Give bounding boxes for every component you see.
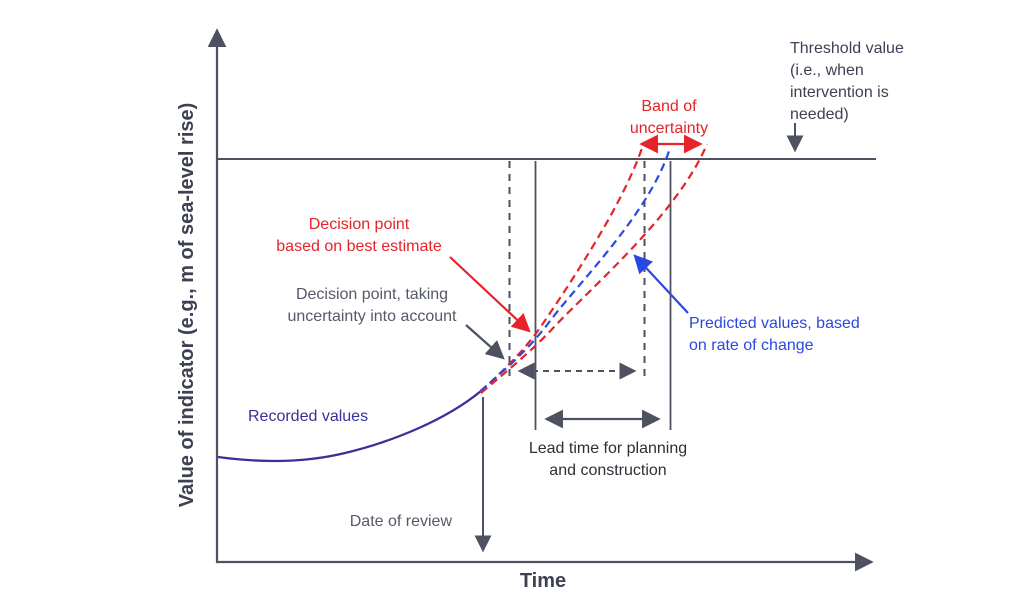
lead-time-line2: and construction xyxy=(549,462,666,479)
decision-best-line2: based on best estimate xyxy=(276,238,442,255)
threshold-label-line2: (i.e., when xyxy=(790,62,864,79)
threshold-label-line1: Threshold value xyxy=(790,40,904,57)
band-of-uncertainty-label: Band of uncertainty xyxy=(630,98,708,137)
threshold-label: Threshold value (i.e., when intervention… xyxy=(790,40,904,123)
decision-uncertainty-line1: Decision point, taking xyxy=(296,286,448,303)
threshold-label-line4: needed) xyxy=(790,106,849,123)
date-of-review-label: Date of review xyxy=(350,513,453,530)
decision-uncertainty-label: Decision point, taking uncertainty into … xyxy=(288,286,458,325)
threshold-label-line3: intervention is xyxy=(790,84,889,101)
decision-best-estimate-label: Decision point based on best estimate xyxy=(276,216,442,255)
uncertainty-lower-curve xyxy=(480,143,709,394)
recorded-values-curve xyxy=(217,390,482,463)
x-axis-label: Time xyxy=(520,570,566,592)
decision-uncertainty-callout-arrow xyxy=(465,324,505,360)
predicted-values-line2: on rate of change xyxy=(689,337,814,354)
uncertainty-upper-curve xyxy=(479,141,646,393)
lead-time-label: Lead time for planning and construction xyxy=(529,440,687,479)
recorded-values-label: Recorded values xyxy=(248,408,368,425)
decision-best-callout-arrow xyxy=(449,256,531,333)
predicted-values-line1: Predicted values, based xyxy=(689,315,860,332)
lead-time-line1: Lead time for planning xyxy=(529,440,687,457)
decision-best-line1: Decision point xyxy=(309,216,410,233)
predicted-values-callout-arrow xyxy=(633,254,689,314)
predicted-values-label: Predicted values, based on rate of chang… xyxy=(689,315,860,354)
y-axis-label: Value of indicator (e.g., m of sea-level… xyxy=(176,103,198,508)
decision-uncertainty-line2: uncertainty into account xyxy=(288,308,458,325)
band-label-line2: uncertainty xyxy=(630,120,708,137)
band-label-line1: Band of xyxy=(641,98,697,115)
